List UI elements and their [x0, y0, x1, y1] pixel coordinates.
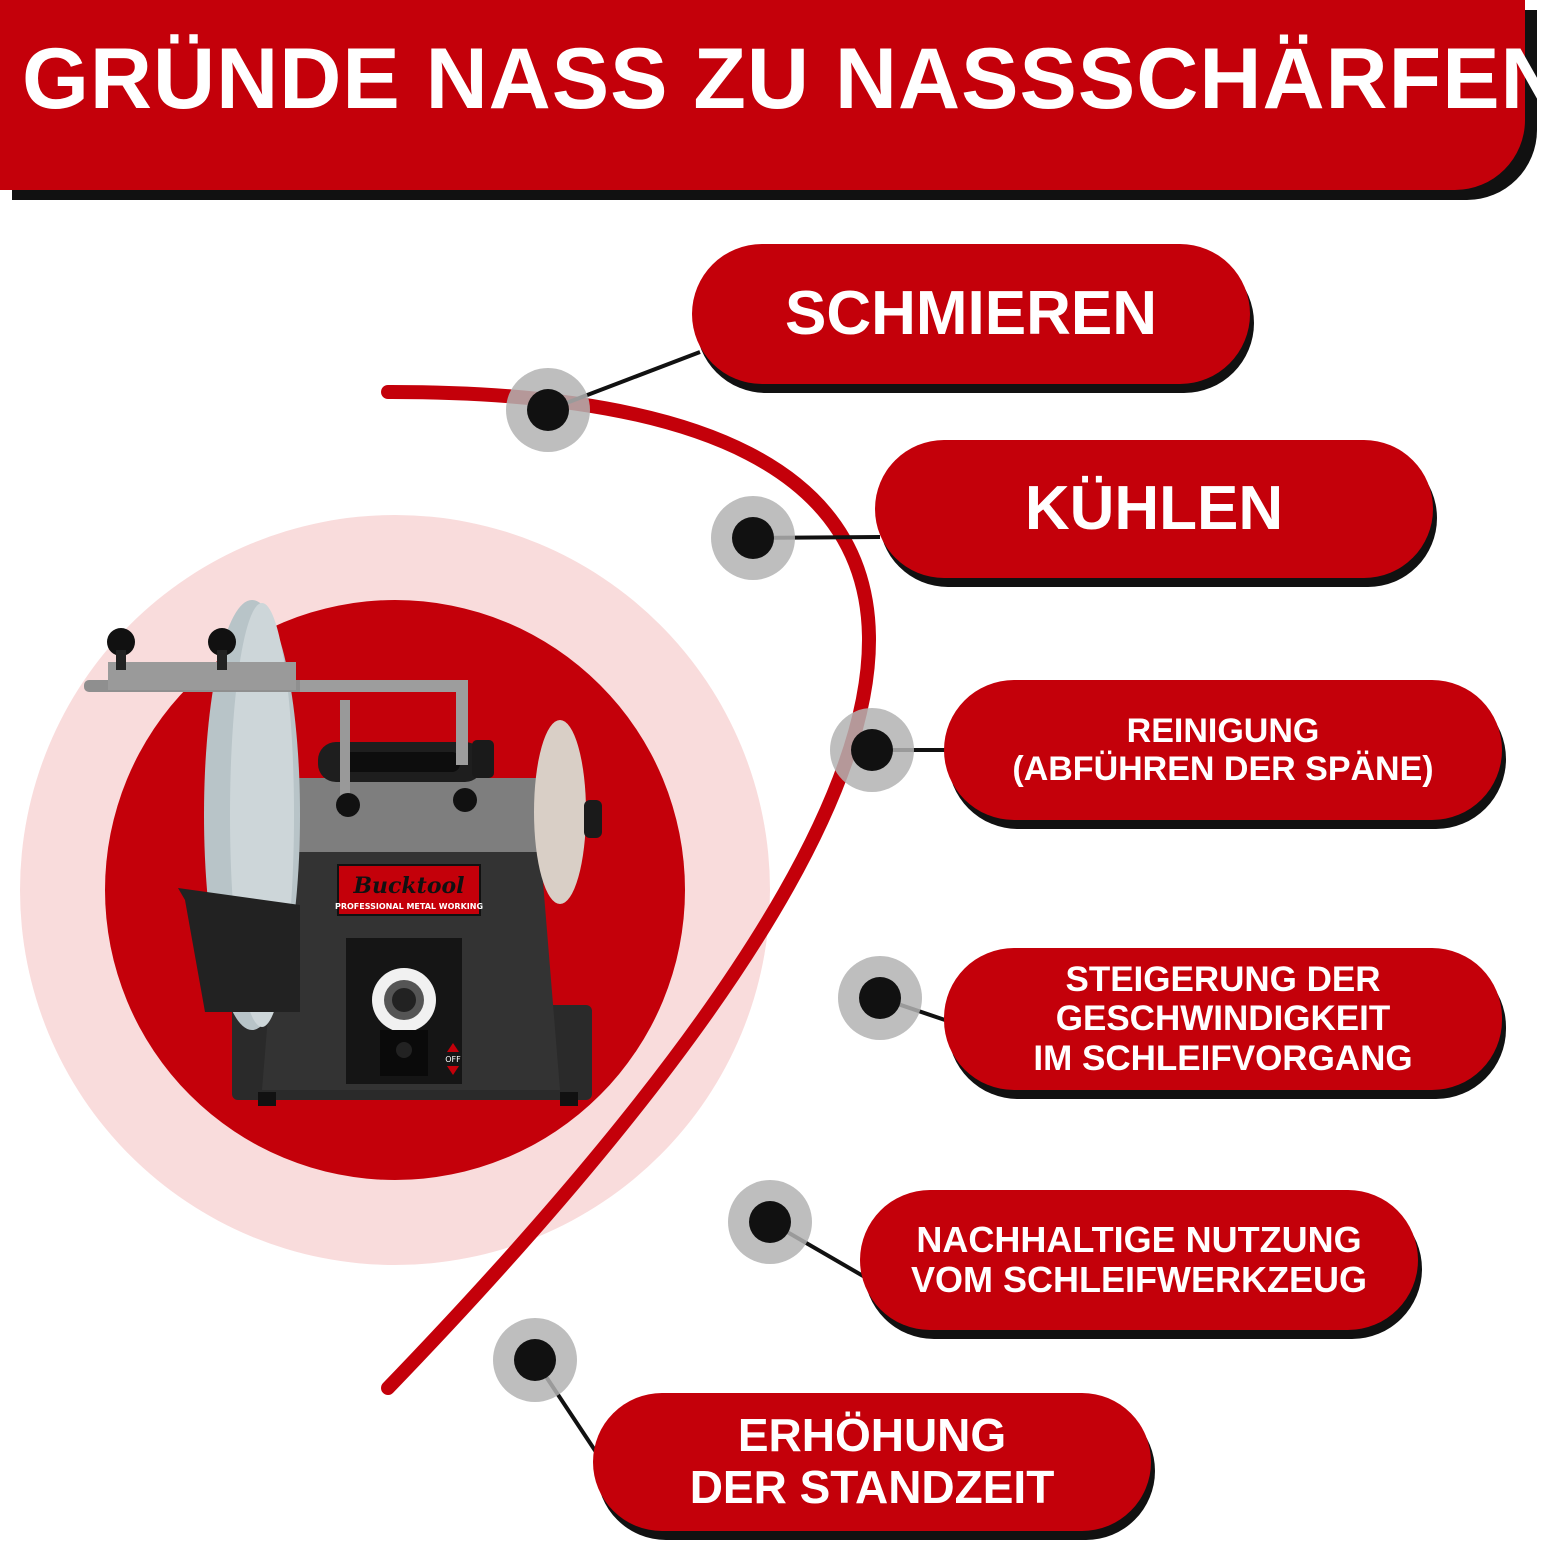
reason-text-line: (ABFÜHREN DER SPÄNE) — [1012, 750, 1434, 788]
reason-text-line: DER STANDZEIT — [689, 1461, 1055, 1513]
reason-pill-reinigung: REINIGUNG (ABFÜHREN DER SPÄNE) — [944, 680, 1502, 820]
reason-text-line: NACHHALTIGE NUTZUNG — [916, 1218, 1362, 1260]
reason-text-line: SCHMIEREN — [784, 279, 1158, 349]
switch-off-label: OFF — [445, 1055, 461, 1064]
reason-pill-nachhaltige-nutzung: NACHHALTIGE NUTZUNG VOM SCHLEIFWERKZEUG — [860, 1190, 1418, 1330]
header-banner: GRÜNDE NASS ZU NASSSCHÄRFEN — [0, 0, 1564, 190]
timeline-nodes — [493, 368, 922, 1402]
reason-pill-schmieren: SCHMIEREN — [692, 244, 1250, 384]
reason-text-line: IM SCHLEIFVORGANG — [1033, 1038, 1413, 1078]
reason-text-line: VOM SCHLEIFWERKZEUG — [911, 1259, 1367, 1300]
reason-pill-kuehlen: KÜHLEN — [875, 440, 1433, 578]
reason-text-line: ERHÖHUNG — [737, 1409, 1007, 1462]
brand-logo-text: Bucktool — [352, 873, 464, 899]
brand-tagline: PROFESSIONAL METAL WORKING — [335, 902, 483, 911]
page-title: GRÜNDE NASS ZU NASSSCHÄRFEN — [22, 31, 1564, 127]
reason-pill-geschwindigkeit: STEIGERUNG DER GESCHWINDIGKEIT IM SCHLEI… — [944, 948, 1502, 1090]
wet-grinder-illustration: Bucktool PROFESSIONAL METAL WORKING OFF — [84, 600, 602, 1106]
reason-text-line: KÜHLEN — [1024, 474, 1284, 544]
reason-text-line: REINIGUNG — [1126, 711, 1320, 750]
timeline-arc — [381, 384, 876, 1395]
reason-text-line: GESCHWINDIGKEIT — [1055, 999, 1391, 1039]
reason-text-line: STEIGERUNG DER — [1065, 960, 1381, 1000]
reason-pill-standzeit: ERHÖHUNG DER STANDZEIT — [593, 1393, 1151, 1531]
